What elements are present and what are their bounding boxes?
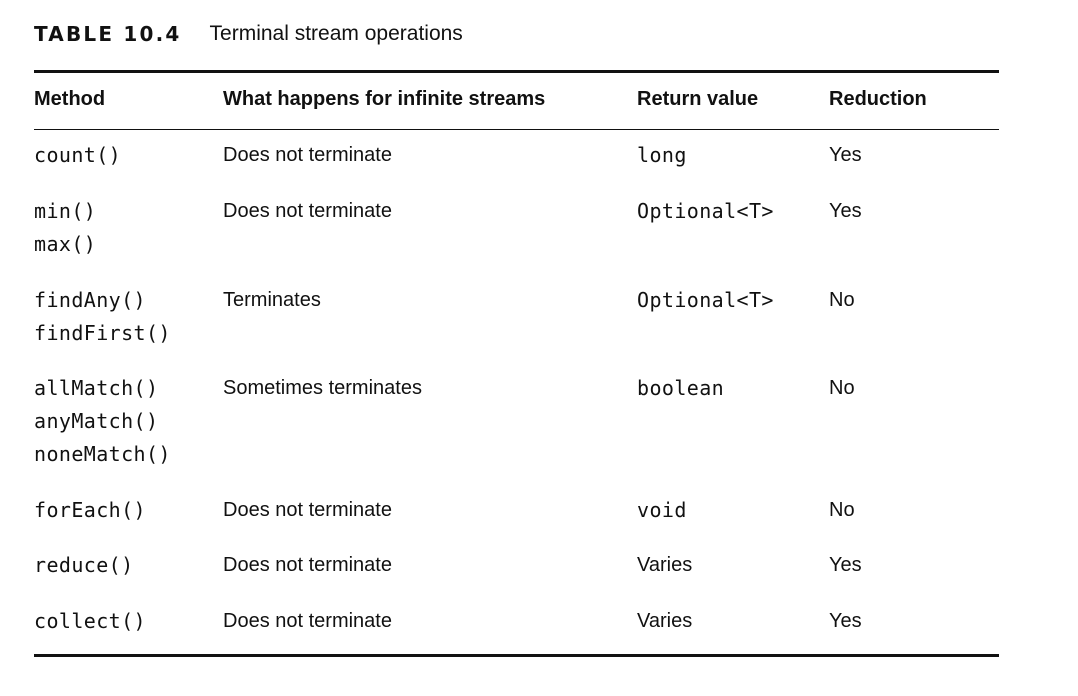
infinite-behavior-cell: Does not terminate xyxy=(223,200,392,222)
infinite-behavior-cell: Terminates xyxy=(223,289,321,311)
return-value-cell: long xyxy=(637,143,687,167)
return-value-cell: Varies xyxy=(637,554,693,576)
method-name: min() xyxy=(34,199,97,223)
method-cell: allMatch() anyMatch() noneMatch() xyxy=(34,372,171,471)
table-caption: TABLE 10.4 Terminal stream operations xyxy=(34,20,463,48)
return-value-cell: boolean xyxy=(637,376,725,400)
reduction-cell: Yes xyxy=(829,200,862,222)
infinite-behavior-cell: Sometimes terminates xyxy=(223,377,422,399)
reduction-cell: Yes xyxy=(829,144,862,166)
method-name: reduce() xyxy=(34,553,134,577)
reduction-cell: No xyxy=(829,289,855,311)
method-name: findFirst() xyxy=(34,321,171,345)
header-rule xyxy=(34,129,999,130)
reduction-cell: Yes xyxy=(829,554,862,576)
reduction-cell: No xyxy=(829,377,855,399)
method-cell: forEach() xyxy=(34,494,146,527)
method-name: noneMatch() xyxy=(34,442,171,466)
method-name: findAny() xyxy=(34,288,146,312)
infinite-behavior-cell: Does not terminate xyxy=(223,499,392,521)
method-name: anyMatch() xyxy=(34,409,159,433)
return-value-cell: Optional<T> xyxy=(637,288,774,312)
method-name: forEach() xyxy=(34,498,146,522)
bottom-rule xyxy=(34,654,999,657)
method-name: max() xyxy=(34,232,97,256)
infinite-behavior-cell: Does not terminate xyxy=(223,144,392,166)
infinite-behavior-cell: Does not terminate xyxy=(223,554,392,576)
method-cell: collect() xyxy=(34,605,146,638)
method-cell: reduce() xyxy=(34,549,134,582)
method-cell: findAny() findFirst() xyxy=(34,284,171,350)
return-value-cell: void xyxy=(637,498,687,522)
header-infinite-streams: What happens for infinite streams xyxy=(223,88,546,110)
return-value-cell: Varies xyxy=(637,610,693,632)
top-rule xyxy=(34,70,999,73)
table-number: TABLE 10.4 xyxy=(34,22,182,46)
table-title: Terminal stream operations xyxy=(209,22,463,45)
reduction-cell: Yes xyxy=(829,610,862,632)
method-cell: min() max() xyxy=(34,195,96,261)
method-name: count() xyxy=(34,143,122,167)
method-name: collect() xyxy=(34,609,146,633)
reduction-cell: No xyxy=(829,499,855,521)
header-return-value: Return value xyxy=(637,88,759,110)
header-reduction: Reduction xyxy=(829,88,927,110)
infinite-behavior-cell: Does not terminate xyxy=(223,610,392,632)
header-method: Method xyxy=(34,88,106,110)
method-cell: count() xyxy=(34,139,121,172)
return-value-cell: Optional<T> xyxy=(637,199,774,223)
method-name: allMatch() xyxy=(34,376,159,400)
